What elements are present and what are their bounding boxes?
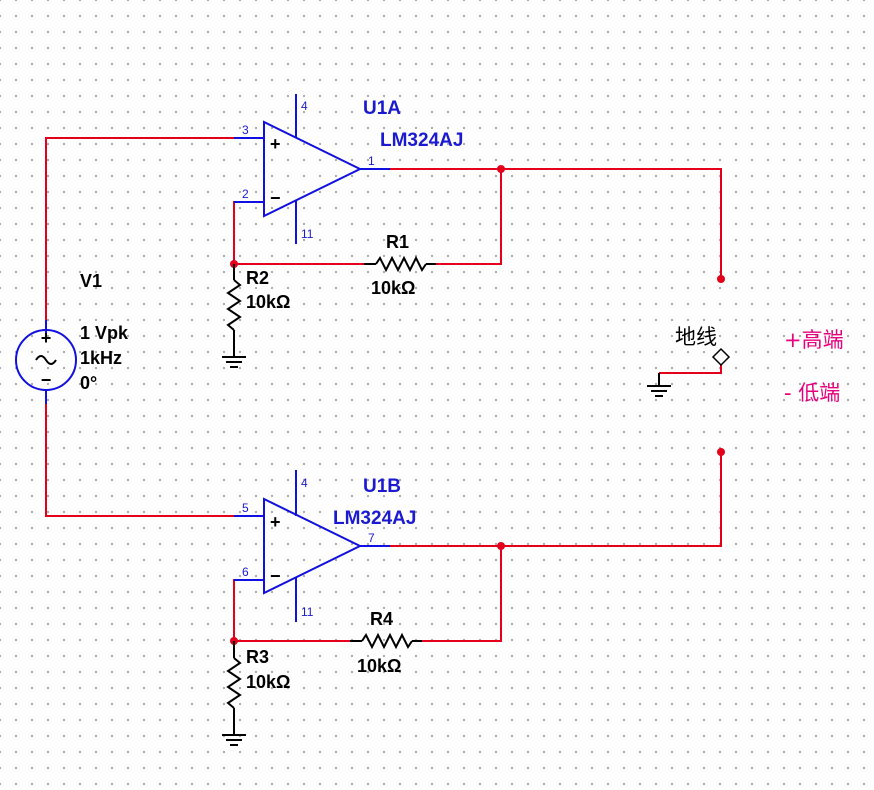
opamp-u1a[interactable]: + − 3 2 1 4 11 — [234, 94, 390, 244]
ground-terminal-connector[interactable] — [711, 347, 731, 367]
resistor-r2[interactable] — [226, 264, 242, 356]
r3-designator: R3 — [246, 647, 269, 667]
u1b-plus-sym: + — [270, 512, 281, 532]
v1-amplitude: 1 Vpk — [80, 323, 129, 343]
sine-wave-icon — [35, 355, 57, 365]
u1a-pin-inv: 2 — [242, 187, 249, 201]
v1-frequency: 1kHz — [80, 348, 122, 368]
u1b-pin-out: 7 — [368, 531, 375, 545]
u1b-part: LM324AJ — [333, 508, 416, 529]
ground-label: 地线 — [675, 325, 717, 349]
wire-ground-terminal[interactable] — [659, 363, 722, 374]
v1-source-circle — [15, 329, 77, 391]
r2-designator: R2 — [246, 268, 269, 288]
wire-v1-to-u1a-noninv[interactable] — [45, 137, 234, 334]
v1-minus-sign: − — [41, 370, 52, 390]
opamp-u1b-triangle — [263, 497, 363, 595]
ground-icon-terminal — [647, 373, 671, 397]
junction-top-terminal[interactable] — [717, 275, 725, 283]
r4-value: 10kΩ — [357, 656, 401, 676]
v1-designator: V1 — [80, 271, 102, 291]
v1-source[interactable]: + − — [15, 320, 77, 404]
u1b-designator: U1B — [363, 476, 401, 497]
junction-u1a-out — [497, 165, 505, 173]
u1a-part: LM324AJ — [380, 130, 463, 151]
resistor-r1[interactable] — [364, 255, 436, 273]
u1b-pin-vminus: 11 — [301, 605, 314, 619]
u1a-pin-noninv: 3 — [242, 123, 249, 137]
v1-plus-sign: + — [41, 328, 52, 348]
u1b-pin-vplus: 4 — [301, 476, 308, 490]
opamp-u1b[interactable]: + − 5 6 7 4 11 — [234, 470, 390, 622]
resistor-r3[interactable] — [226, 641, 242, 734]
wire-u1a-feedback[interactable] — [436, 169, 502, 265]
junction-bottom-terminal[interactable] — [717, 448, 725, 456]
r2-value: 10kΩ — [246, 292, 290, 312]
u1b-pin-noninv: 5 — [242, 501, 249, 515]
u1a-designator: U1A — [363, 98, 401, 119]
junction-u1b-out — [497, 542, 505, 550]
u1a-pin-out: 1 — [368, 154, 375, 168]
wire-u1a-inv[interactable] — [233, 201, 264, 264]
u1a-plus-sym: + — [270, 134, 281, 154]
r3-value: 10kΩ — [246, 672, 290, 692]
u1a-minus-sym: − — [270, 188, 281, 208]
junctions — [230, 165, 725, 645]
ground-icon-r3 — [222, 734, 246, 746]
resistor-r4[interactable] — [350, 632, 422, 650]
r4-designator: R4 — [370, 609, 393, 629]
wire-u1a-out[interactable] — [390, 168, 722, 279]
r1-value: 10kΩ — [371, 278, 415, 298]
wire-u1b-inv[interactable] — [233, 579, 264, 641]
wire-u1b-out[interactable] — [390, 452, 722, 547]
opamp-u1a-triangle — [263, 120, 363, 218]
u1b-pin-inv: 6 — [242, 565, 249, 579]
u1b-minus-sym: − — [270, 566, 281, 586]
u1a-pin-vminus: 11 — [301, 227, 314, 241]
ground-icon-r2 — [222, 356, 246, 368]
r1-designator: R1 — [386, 232, 409, 252]
wire-u1b-feedback[interactable] — [422, 546, 502, 642]
u1a-pin-vplus: 4 — [301, 99, 308, 113]
wires — [45, 137, 722, 642]
v1-phase: 0° — [80, 373, 97, 393]
wire-v1-to-u1b-noninv[interactable] — [45, 390, 234, 517]
low-terminal-label: - 低端 — [784, 381, 840, 405]
high-terminal-label: +高端 — [784, 328, 844, 352]
